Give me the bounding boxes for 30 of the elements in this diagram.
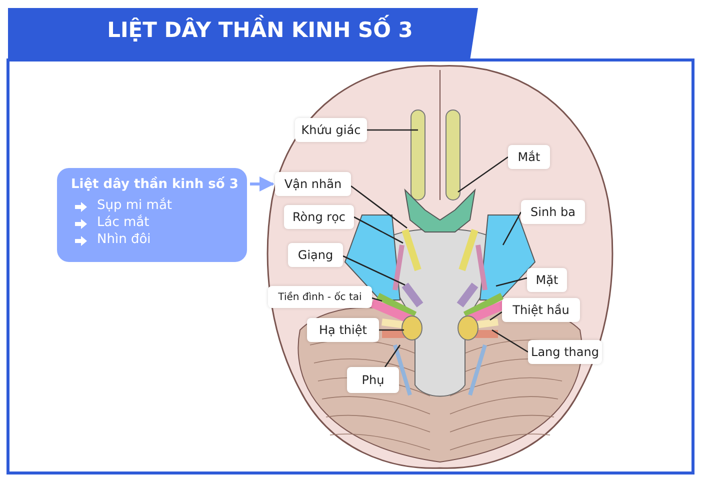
leader-line bbox=[367, 129, 418, 131]
leader-line bbox=[354, 216, 404, 244]
leader-line bbox=[490, 311, 502, 321]
nerve-label: Ròng rọc bbox=[284, 205, 354, 229]
nerve-label: Khứu giác bbox=[295, 118, 367, 142]
nerve-label: Thiệt hầu bbox=[502, 298, 580, 322]
leader-line bbox=[502, 212, 522, 246]
card-heading: Liệt dây thần kinh số 3 bbox=[71, 177, 238, 192]
leader-line bbox=[492, 329, 528, 353]
nerve-label: Giạng bbox=[288, 243, 343, 267]
leader-line bbox=[342, 255, 406, 286]
arrow bbox=[250, 176, 274, 192]
nerve-label: Lang thang bbox=[528, 340, 602, 364]
leader-line bbox=[379, 329, 404, 331]
leader-line bbox=[384, 344, 401, 368]
nerve-label: Vận nhãn bbox=[275, 172, 351, 196]
nerve-label: Mặt bbox=[527, 268, 567, 292]
nerve-label: Sinh ba bbox=[521, 200, 585, 224]
info-card bbox=[57, 168, 247, 262]
nerve-label: Phụ bbox=[347, 367, 399, 393]
leader-line bbox=[496, 277, 528, 287]
leader-line bbox=[350, 185, 408, 229]
leader-line bbox=[458, 156, 508, 193]
leader-line bbox=[372, 297, 382, 302]
nerve-label: Tiền đình - ốc tai bbox=[268, 286, 372, 308]
nerve-label: Hạ thiệt bbox=[307, 318, 379, 342]
symptom-text: Sụp mi mắt bbox=[97, 198, 172, 213]
symptom-text: Nhìn đôi bbox=[97, 232, 151, 247]
nerve-label: Mắt bbox=[508, 145, 550, 169]
symptom-text: Lác mắt bbox=[97, 215, 150, 230]
